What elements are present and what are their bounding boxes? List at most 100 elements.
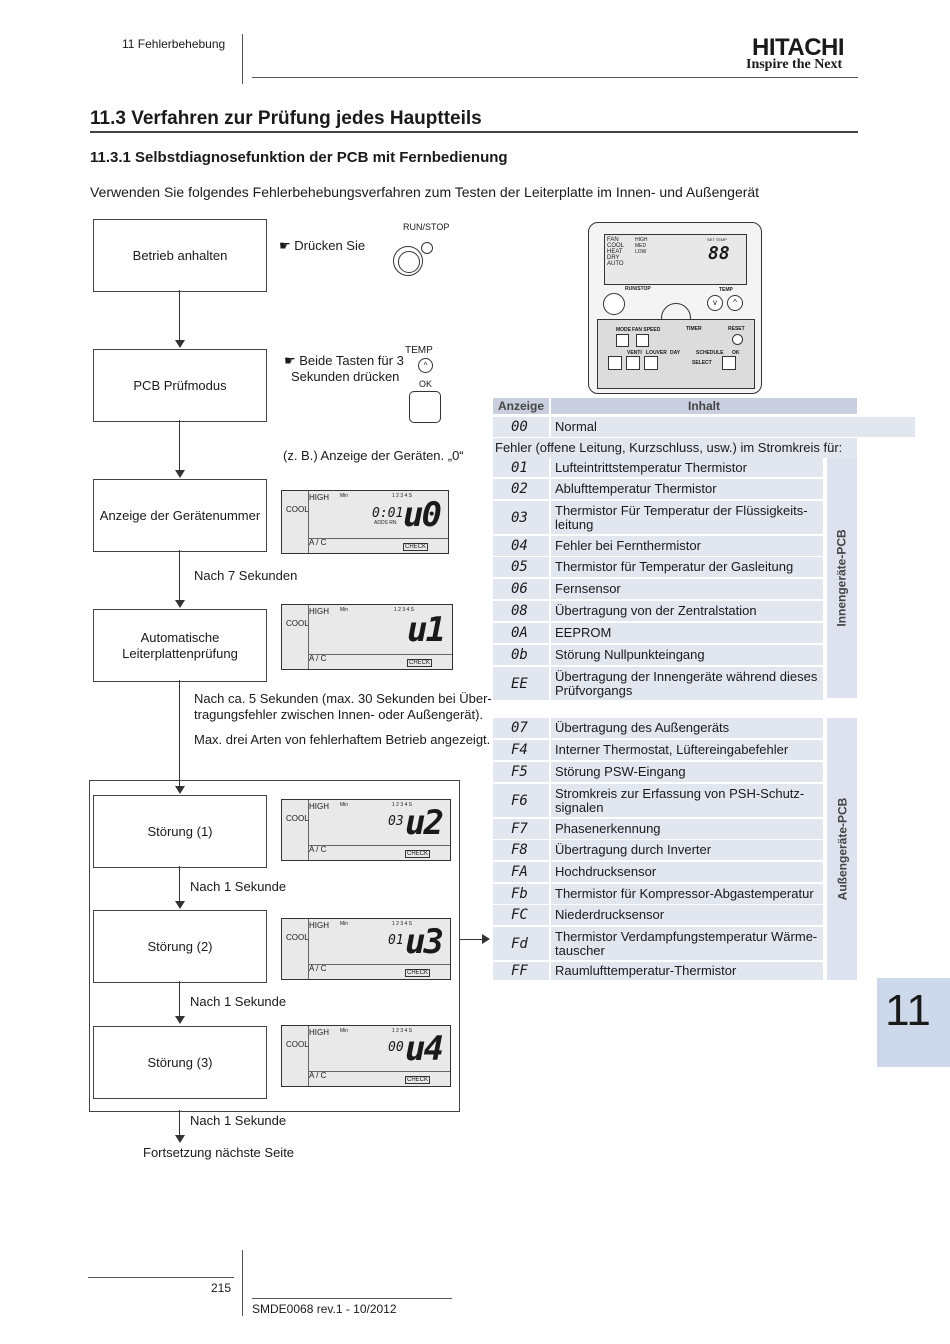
error-code: 0A — [493, 623, 549, 643]
error-description: Fernsensor — [551, 579, 823, 599]
remote-runstop-button[interactable] — [603, 293, 625, 315]
power-icon — [421, 242, 433, 254]
note-max-three: Max. drei Arten von fehlerhaftem Betrieb… — [194, 732, 491, 747]
brand-tagline: Inspire the Next — [746, 57, 843, 72]
error-code: FF — [493, 962, 549, 980]
error-code: FA — [493, 862, 549, 882]
temp-label: TEMP — [405, 345, 433, 356]
error-code: Fb — [493, 884, 549, 904]
after-1-second-b: Nach 1 Sekunde — [190, 994, 287, 1009]
ok-button[interactable] — [409, 391, 441, 423]
table-arrow — [459, 939, 483, 940]
error-description: Störung Nullpunkteingang — [551, 645, 823, 665]
error-description: Störung PSW-Eingang — [551, 762, 823, 782]
after-7-seconds: Nach 7 Sekunden — [194, 568, 298, 583]
remote-temp-down-button[interactable]: v — [707, 295, 723, 311]
error-description: Thermistor Verdampfungstemperatur Wärme-… — [551, 927, 823, 960]
table-head-content: Inhalt — [551, 398, 857, 414]
section-title: 11.3 Verfahren zur Prüfung jedes Hauptte… — [90, 108, 482, 129]
error-description: Thermistor Für Temperatur der Flüssigkei… — [551, 501, 823, 534]
step-stop-operation: Betrieb anhalten — [93, 219, 267, 292]
fault-line: Fehler (offene Leitung, Kurzschluss, usw… — [493, 438, 857, 458]
remote-mode-button[interactable] — [616, 334, 629, 347]
table-head-code: Anzeige — [493, 398, 549, 414]
remote-lcd: FAN COOL HEAT DRY AUTO HIGH MED LOW SET … — [604, 234, 747, 285]
press-hint: ☛ Drücken Sie — [279, 238, 366, 253]
doc-id: SMDE0068 rev.1 - 10/2012 — [252, 1302, 397, 1316]
error-description: Übertragung von der Zentralstation — [551, 601, 823, 621]
error-description: EEPROM — [551, 623, 823, 643]
remote-louver-button[interactable] — [644, 356, 658, 370]
remote-control: FAN COOL HEAT DRY AUTO HIGH MED LOW SET … — [588, 222, 762, 394]
error-description: Ablufttemperatur Thermistor — [551, 479, 823, 499]
error-description: Phasenerkennung — [551, 819, 823, 839]
error-code: EE — [493, 667, 549, 700]
hold-hint-1: ☛ Beide Tasten für 3 — [284, 353, 404, 368]
after-1-second-a: Nach 1 Sekunde — [190, 879, 287, 894]
remote-fan-speed-button[interactable] — [636, 334, 649, 347]
remote-reset-button[interactable] — [732, 334, 743, 345]
note-line-1: Nach ca. 5 Sekunden (max. 30 Sekunden be… — [194, 691, 492, 706]
error-code: F7 — [493, 819, 549, 839]
error-code: 07 — [493, 718, 549, 738]
ok-label: OK — [419, 379, 433, 389]
error-description: Niederdrucksensor — [551, 905, 823, 925]
error-description: Fehler bei Fernthermistor — [551, 536, 823, 556]
temp-up-icon[interactable]: ^ — [418, 358, 433, 373]
error-code: F5 — [493, 762, 549, 782]
remote-btn-1[interactable] — [608, 356, 622, 370]
page-number: 215 — [211, 1281, 232, 1295]
error-description: Übertragung des Außengeräts — [551, 718, 823, 738]
remote-button-panel: MODE FAN SPEED TIMER RESET VENTI LOUVER … — [597, 319, 755, 389]
error-description: Thermistor für Kompressor-Abgastemperatu… — [551, 884, 823, 904]
error-description: Interner Thermostat, Lüftereingabefehler — [551, 740, 823, 760]
error-description: Stromkreis zur Erfassung von PSH-Schutz-… — [551, 784, 823, 817]
error-code: 02 — [493, 479, 549, 499]
subsection-title: 11.3.1 Selbstdiagnosefunktion der PCB mi… — [90, 149, 508, 166]
error-description: Thermistor für Temperatur der Gasleitung — [551, 557, 823, 577]
table-arrow-head — [482, 934, 490, 944]
error-description: Übertragung durch Inverter — [551, 840, 823, 860]
error-description: Raumlufttemperatur-Thermistor — [551, 962, 823, 980]
remote-venti-button[interactable] — [626, 356, 640, 370]
chapter-header: 11 Fehlerbehebung — [122, 37, 226, 51]
error-code: FC — [493, 905, 549, 925]
error-code: F4 — [493, 740, 549, 760]
outdoor-side-label: Außengeräte-PCB — [827, 718, 857, 980]
runstop-button[interactable] — [393, 246, 423, 276]
step-pcb-test-mode: PCB Prüfmodus — [93, 349, 267, 422]
error-code: 05 — [493, 557, 549, 577]
remote-ok-button[interactable] — [722, 356, 736, 370]
step-fault-3: Störung (3) — [93, 1026, 267, 1099]
step-show-unit-number: Anzeige der Gerätenummer — [93, 479, 267, 552]
error-code: 01 — [493, 458, 549, 477]
step-fault-1: Störung (1) — [93, 795, 267, 868]
intro-text: Verwenden Sie folgendes Fehlerbehebungsv… — [90, 184, 760, 200]
fault-group-frame — [89, 780, 460, 1112]
error-description: Hochdrucksensor — [551, 862, 823, 882]
display-hint: (z. B.) Anzeige der Geräten. „0“ — [283, 448, 464, 463]
error-code: 08 — [493, 601, 549, 621]
continue-next-page: Fortsetzung nächste Seite — [143, 1145, 295, 1160]
hold-hint-2: Sekunden drücken — [291, 369, 400, 384]
chapter-tab: 11 — [877, 978, 950, 1067]
remote-temp-up-button[interactable]: ^ — [727, 295, 743, 311]
error-code: Fd — [493, 927, 549, 960]
